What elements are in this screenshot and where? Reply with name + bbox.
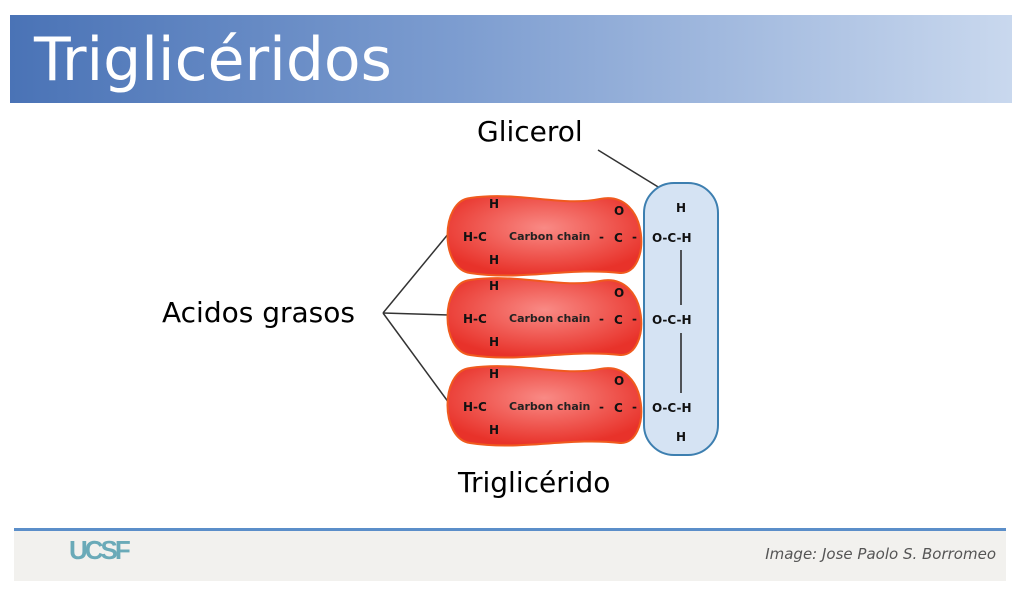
slide-title: Triglicéridos — [34, 25, 392, 95]
bond-dash: - — [632, 230, 637, 244]
carbonyl-c: C — [614, 401, 623, 415]
triglyceride-label: Triglicérido — [457, 466, 610, 499]
methyl-bottom-h: H — [489, 253, 499, 267]
bond-dash: - — [599, 400, 604, 414]
title-bar: Triglicéridos — [10, 15, 1012, 103]
glycerol-o-c-h: O-C-H — [652, 401, 692, 415]
fatty-acids-bracket — [382, 232, 450, 404]
methyl-h-c: H-C — [463, 312, 487, 326]
image-credit: Image: Jose Paolo S. Borromeo — [765, 545, 996, 563]
carbon-chain-label: Carbon chain — [509, 312, 590, 325]
fatty-acid-chain — [446, 277, 643, 359]
glycerol-label: Glicerol — [477, 115, 583, 148]
bond-dash: - — [632, 400, 637, 414]
methyl-bottom-h: H — [489, 423, 499, 437]
glycerol-backbone — [643, 182, 719, 456]
fatty-acid-chain — [446, 365, 643, 447]
methyl-bottom-h: H — [489, 335, 499, 349]
carbon-chain-label: Carbon chain — [509, 230, 590, 243]
carbonyl-c: C — [614, 313, 623, 327]
bond-dash: - — [599, 312, 604, 326]
methyl-top-h: H — [489, 197, 499, 211]
carbonyl-o: O — [614, 374, 624, 388]
glycerol-bottom-h: H — [676, 430, 686, 444]
fatty-acids-label: Acidos grasos — [162, 296, 355, 329]
methyl-top-h: H — [489, 367, 499, 381]
glycerol-top-h: H — [676, 201, 686, 215]
footer: UCSF Image: Jose Paolo S. Borromeo — [14, 528, 1006, 581]
methyl-h-c: H-C — [463, 230, 487, 244]
carbonyl-c: C — [614, 231, 623, 245]
glycerol-o-c-h: O-C-H — [652, 313, 692, 327]
ucsf-logo: UCSF — [69, 535, 131, 565]
bond-dash: - — [599, 230, 604, 244]
glycerol-pointer — [597, 149, 669, 194]
methyl-h-c: H-C — [463, 400, 487, 414]
glycerol-o-c-h: O-C-H — [652, 231, 692, 245]
carbonyl-o: O — [614, 204, 624, 218]
fatty-acid-chain — [446, 195, 643, 277]
carbon-chain-label: Carbon chain — [509, 400, 590, 413]
bond-dash: - — [632, 312, 637, 326]
carbonyl-o: O — [614, 286, 624, 300]
methyl-top-h: H — [489, 279, 499, 293]
